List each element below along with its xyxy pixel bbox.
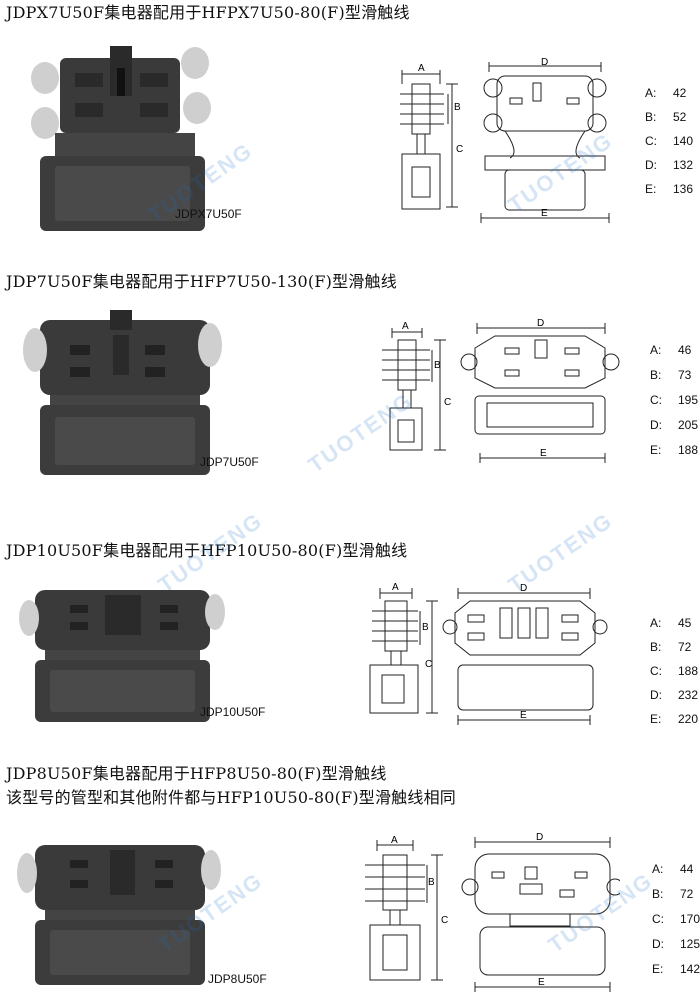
spec-row: D:205: [650, 418, 699, 432]
section-3-model-label: JDP10U50F: [200, 705, 266, 719]
section-3-front-drawing: D E: [442, 583, 608, 725]
section-3-heading: JDP10U50F集电器配用于HFP10U50-80(F)型滑触线: [6, 541, 408, 560]
spec-row: E:136: [645, 182, 694, 196]
section-4-subheading: 该型号的管型和其他附件都与HFP10U50-80(F)型滑触线相同: [6, 788, 456, 807]
section-1-model-label: JDPX7U50F: [175, 207, 242, 221]
section-1-side-drawing: A B C: [400, 63, 463, 210]
section-4-heading: JDP8U50F集电器配用于HFP8U50-80(F)型滑触线: [6, 764, 387, 783]
dim-a-label: A: [391, 835, 398, 846]
section-4-front-drawing: D E: [461, 832, 620, 992]
spec-row: C:188: [650, 664, 699, 678]
section-4-product-photo: [17, 845, 221, 985]
dim-c-label: C: [444, 397, 451, 408]
section-1-heading: JDPX7U50F集电器配用于HFPX7U50-80(F)型滑触线: [6, 3, 410, 22]
spec-row: A:44: [652, 862, 694, 876]
spec-row: D:132: [645, 158, 694, 172]
dim-c-label: C: [456, 144, 463, 155]
spec-row: C:195: [650, 393, 699, 407]
section-1-product-photo: [31, 46, 211, 231]
spec-row: D:125: [652, 937, 700, 951]
section-4-side-drawing: A B C: [365, 835, 448, 981]
dim-d-label: D: [536, 832, 543, 843]
section-3-side-drawing: A B C: [369, 583, 438, 714]
dim-e-label: E: [520, 710, 527, 721]
dim-e-label: E: [538, 977, 545, 988]
spec-row: B:52: [645, 110, 687, 124]
dim-c-label: C: [441, 915, 448, 926]
section-3-product-photo: [19, 590, 225, 722]
dim-b-label: B: [428, 877, 435, 888]
spec-row: B:73: [650, 368, 692, 382]
spec-row: E:142: [652, 962, 700, 976]
dim-d-label: D: [537, 318, 544, 329]
spec-row: E:220: [650, 712, 699, 726]
section-2-model-label: JDP7U50F: [200, 455, 259, 469]
spec-row: A:45: [650, 616, 692, 630]
section-2-product-photo: [23, 310, 222, 475]
section-2-side-drawing: A B C: [382, 321, 451, 451]
dim-b-label: B: [454, 102, 461, 113]
spec-row: D:232: [650, 688, 699, 702]
dim-d-label: D: [541, 58, 548, 68]
spec-row: C:140: [645, 134, 694, 148]
section-2-heading: JDP7U50F集电器配用于HFP7U50-130(F)型滑触线: [6, 272, 397, 291]
dim-d-label: D: [520, 583, 527, 594]
spec-row: A:42: [645, 86, 687, 100]
spec-row: B:72: [652, 887, 694, 901]
section-4-model-label: JDP8U50F: [208, 972, 267, 986]
dim-a-label: A: [418, 63, 425, 74]
section-2-front-drawing: D E: [460, 318, 620, 463]
spec-row: C:170: [652, 912, 700, 926]
dim-e-label: E: [541, 208, 548, 219]
dim-a-label: A: [392, 583, 399, 593]
dim-c-label: C: [425, 659, 432, 670]
dim-b-label: B: [422, 622, 429, 633]
spec-row: A:46: [650, 343, 692, 357]
dim-a-label: A: [402, 321, 409, 332]
dim-e-label: E: [540, 448, 547, 459]
dim-b-label: B: [434, 360, 441, 371]
spec-row: B:72: [650, 640, 692, 654]
spec-row: E:188: [650, 443, 699, 457]
section-1-front-drawing: D E: [480, 58, 610, 223]
